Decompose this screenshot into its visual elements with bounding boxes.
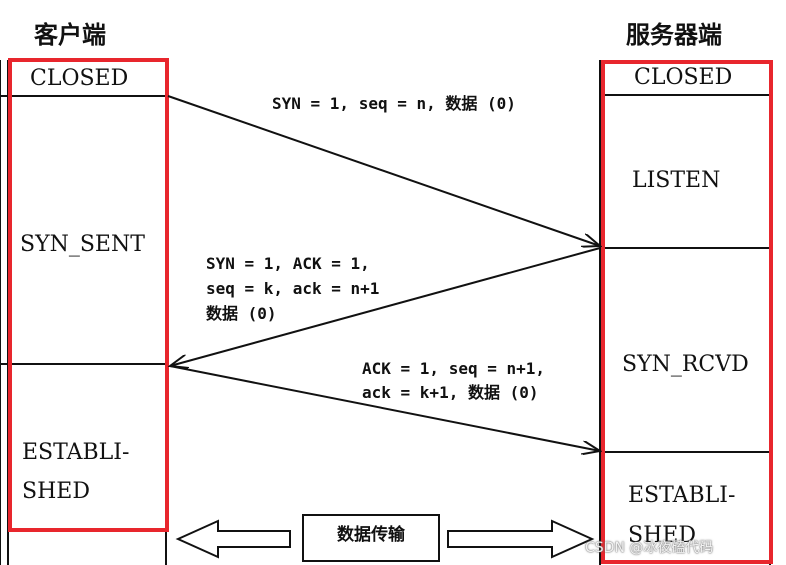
server-title: 服务器端	[626, 20, 722, 49]
watermark: CSDN @冰夜磕代码	[585, 540, 714, 556]
ack-arrow	[169, 365, 600, 451]
syn-message-label: SYN = 1, seq = n, 数据 (0)	[272, 94, 516, 113]
client-state-established-line2: SHED	[22, 479, 90, 504]
transfer-box	[302, 514, 440, 562]
client-state-syn-sent: SYN_SENT	[20, 232, 145, 257]
server-state-established-line2: SHED	[628, 523, 696, 548]
client-title: 客户端	[34, 20, 106, 49]
right-hollow-arrow	[447, 519, 595, 559]
server-state-closed: CLOSED	[634, 65, 733, 90]
transfer-label: 数据传输	[337, 525, 405, 545]
server-state-syn-rcvd: SYN_RCVD	[622, 352, 749, 377]
synack-message-line2: seq = k, ack = n+1	[206, 279, 380, 298]
synack-message-line1: SYN = 1, ACK = 1,	[206, 254, 370, 273]
client-state-established-line1: ESTABLI-	[22, 440, 130, 465]
client-state-closed: CLOSED	[30, 66, 129, 91]
synack-message-line3: 数据 (0)	[206, 304, 277, 323]
ack-message-line1: ACK = 1, seq = n+1,	[362, 359, 546, 378]
transfer-double-arrow	[175, 514, 595, 562]
server-state-established-line1: ESTABLI-	[628, 483, 736, 508]
synack-arrow	[170, 247, 601, 366]
server-highlight-box	[601, 60, 773, 564]
left-hollow-arrow	[175, 519, 291, 559]
client-highlight-box	[8, 58, 169, 532]
syn-arrow	[167, 95, 600, 246]
ack-message-line2: ack = k+1, 数据 (0)	[362, 383, 539, 402]
server-state-listen: LISTEN	[632, 168, 721, 193]
